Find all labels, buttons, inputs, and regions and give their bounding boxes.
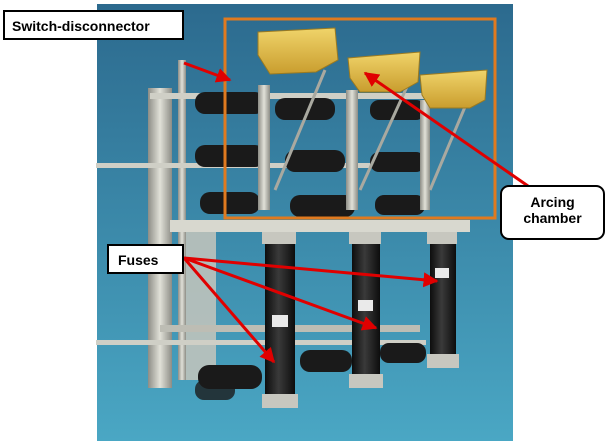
arcing-chamber-label: Arcing chamber bbox=[500, 185, 605, 240]
rod-lower bbox=[170, 220, 470, 232]
fuse-2 bbox=[349, 232, 383, 388]
upper-insulators bbox=[195, 92, 425, 217]
arcing-chamber-label-line2: chamber bbox=[523, 210, 582, 226]
lower-insulators bbox=[195, 343, 426, 400]
fuse-3 bbox=[427, 232, 459, 368]
frame-plate bbox=[186, 225, 216, 380]
arrow-icon bbox=[182, 257, 276, 364]
arrow-icon bbox=[363, 71, 529, 188]
arc-chamber-3 bbox=[419, 69, 488, 109]
switch-blades bbox=[258, 85, 430, 210]
arrow-icon bbox=[183, 61, 232, 83]
switch-disconnector-highlight bbox=[223, 17, 497, 220]
fuse-1 bbox=[262, 232, 298, 408]
frame-post-left bbox=[148, 88, 172, 388]
fuses-label: Fuses bbox=[107, 244, 184, 274]
arcing-chamber-label-line1: Arcing bbox=[530, 194, 575, 210]
arrow-icon bbox=[183, 256, 439, 288]
switch-disconnector-label: Switch-disconnector bbox=[3, 10, 184, 40]
arrow-icon bbox=[183, 256, 378, 331]
arc-chamber-1 bbox=[257, 27, 339, 75]
annotation-arrows bbox=[182, 61, 529, 364]
rod-bottom bbox=[96, 340, 426, 345]
